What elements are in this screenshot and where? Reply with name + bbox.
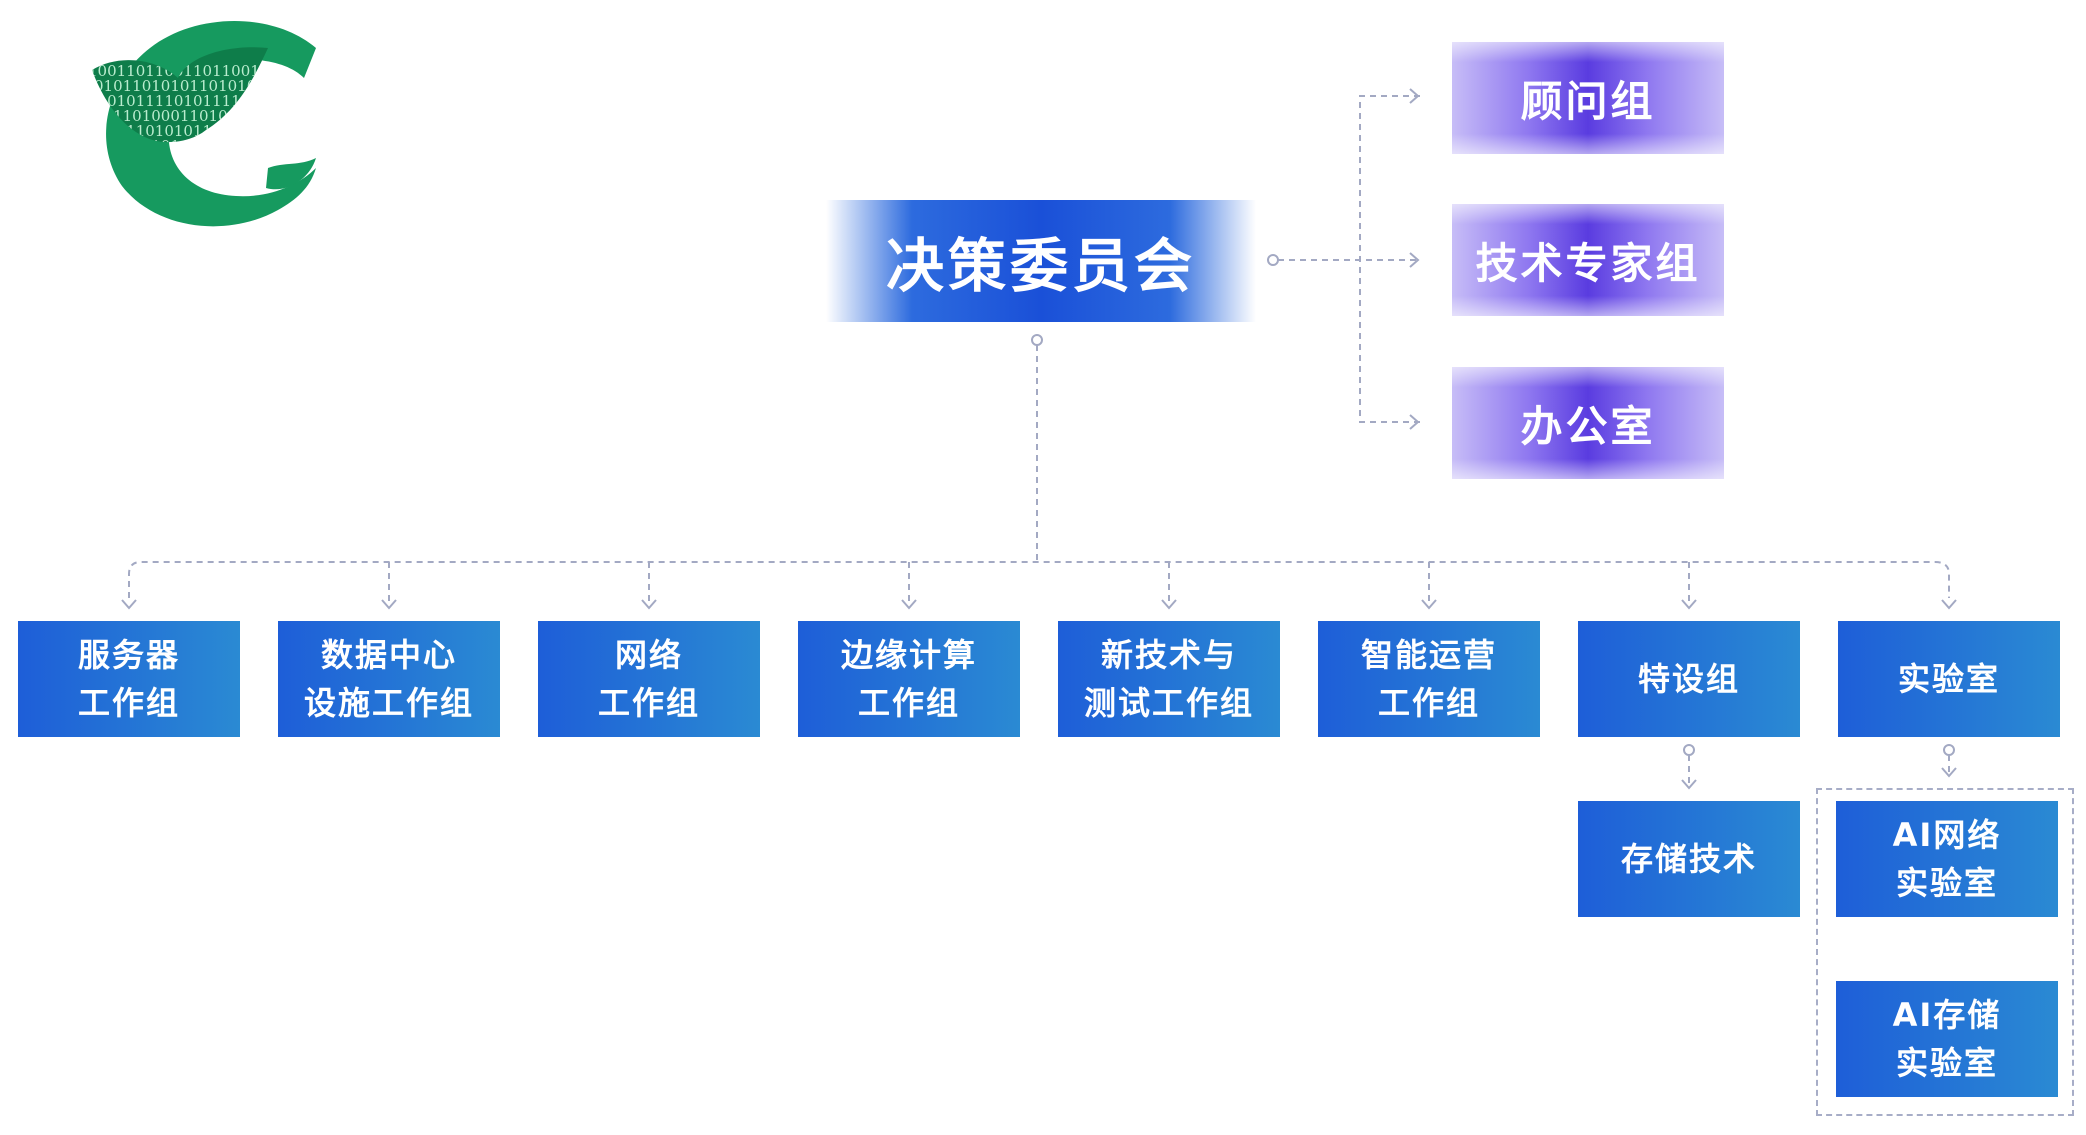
edge-computing-workgroup-line-1: 边缘计算: [840, 636, 977, 674]
storage-tech-label: 存储技术: [1620, 840, 1757, 878]
smart-ops-workgroup-line-1: 智能运营: [1360, 636, 1497, 674]
workgroup-arrow-7: [1681, 599, 1697, 610]
ai-network-lab-line-1: AI网络: [1892, 816, 2002, 854]
logo-digit-row: 010110101011010101101: [94, 77, 294, 95]
root-bottom-connector-dot: [1031, 334, 1043, 346]
logo-tail-shape: [266, 158, 316, 190]
ai-network-lab-box[interactable]: AI网络 实验室: [1836, 801, 2058, 917]
workgroup-arrow-3: [641, 599, 657, 610]
advisory-arrow-2: [1409, 252, 1420, 268]
expert-group-box[interactable]: 技术专家组: [1452, 204, 1724, 316]
datacenter-workgroup-line-2: 设施工作组: [303, 684, 474, 722]
workgroup-arrow-5: [1161, 599, 1177, 610]
special-group-label: 特设组: [1637, 660, 1740, 698]
new-tech-testing-workgroup-box[interactable]: 新技术与 测试工作组: [1058, 621, 1280, 737]
ai-storage-lab-line-2: 实验室: [1895, 1044, 1998, 1082]
expert-group-label: 技术专家组: [1475, 238, 1701, 288]
advisory-group-label: 顾问组: [1520, 76, 1656, 126]
server-workgroup-line-1: 服务器: [77, 636, 180, 674]
network-workgroup-line-2: 工作组: [597, 684, 700, 722]
edge-computing-workgroup-line-2: 工作组: [857, 684, 960, 722]
office-box[interactable]: 办公室: [1452, 367, 1724, 479]
datacenter-workgroup-line-1: 数据中心: [320, 636, 457, 674]
smart-ops-workgroup-line-2: 工作组: [1377, 684, 1480, 722]
datacenter-workgroup-box[interactable]: 数据中心 设施工作组: [278, 621, 500, 737]
lab-frame-arrow: [1941, 767, 1957, 778]
advisory-spine-line: [1359, 95, 1420, 423]
root-right-connector-dot: [1267, 254, 1279, 266]
ai-storage-lab-line-1: AI存储: [1892, 996, 2002, 1034]
logo-leaf-shape: [92, 47, 268, 143]
laboratory-connector-dot: [1943, 744, 1955, 756]
decision-committee-box[interactable]: 决策委员会: [826, 200, 1256, 322]
edge-computing-workgroup-box[interactable]: 边缘计算 工作组: [798, 621, 1020, 737]
network-workgroup-box[interactable]: 网络 工作组: [538, 621, 760, 737]
workgroup-arrow-6: [1421, 599, 1437, 610]
storage-tech-box[interactable]: 存储技术: [1578, 801, 1800, 917]
ai-network-lab-line-2: 实验室: [1895, 864, 1998, 902]
laboratory-label: 实验室: [1897, 660, 2000, 698]
network-workgroup-line-1: 网络: [614, 636, 683, 674]
advisory-arrow-3: [1409, 414, 1420, 430]
storage-tech-arrow: [1681, 779, 1697, 790]
workgroup-arrow-4: [901, 599, 917, 610]
workgroup-arrow-8: [1941, 599, 1957, 610]
logo-digit-row: 011010101101010110101: [94, 137, 294, 155]
server-workgroup-box[interactable]: 服务器 工作组: [18, 621, 240, 737]
special-group-connector-dot: [1683, 744, 1695, 756]
special-group-box[interactable]: 特设组: [1578, 621, 1800, 737]
logo-digit-row: 110101111010111101011: [88, 92, 288, 110]
laboratory-box[interactable]: 实验室: [1838, 621, 2060, 737]
decision-committee-label: 决策委员会: [885, 232, 1196, 300]
new-tech-testing-workgroup-line-1: 新技术与: [1100, 636, 1237, 674]
workgroup-bus-line: [128, 561, 1950, 598]
workgroup-arrow-2: [381, 599, 397, 610]
office-label: 办公室: [1520, 401, 1656, 451]
advisory-arrow-1: [1409, 88, 1420, 104]
lab-subgroup-frame: [1816, 788, 2074, 1116]
server-workgroup-line-2: 工作组: [77, 684, 180, 722]
new-tech-testing-workgroup-line-2: 测试工作组: [1083, 684, 1254, 722]
workgroup-arrow-1: [121, 599, 137, 610]
ai-storage-lab-box[interactable]: AI存储 实验室: [1836, 981, 2058, 1097]
green-leaf-c-logo: 1001101100110110011010101101010110101011…: [88, 21, 316, 227]
advisory-group-box[interactable]: 顾问组: [1452, 42, 1724, 154]
smart-ops-workgroup-box[interactable]: 智能运营 工作组: [1318, 621, 1540, 737]
